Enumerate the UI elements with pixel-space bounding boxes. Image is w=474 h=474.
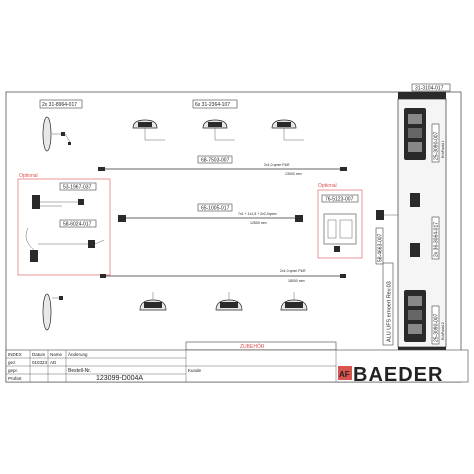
logo-name: BAEDER <box>353 364 443 386</box>
cable-spec-3: 2x1,0 qmm P&R <box>280 269 306 273</box>
clearance-lamp-4 <box>139 292 167 311</box>
part-number-6024: 58-6024-017 <box>63 222 92 228</box>
part-number-7503: 68-7503-007 <box>201 158 230 164</box>
part-number-5123: 76-5123-007 <box>325 197 354 203</box>
middle-lamp-1 <box>410 193 420 207</box>
part-label-3104-top <box>411 83 451 92</box>
zubehor-title: ZUBEHÖR <box>240 343 265 350</box>
part-label-2364 <box>192 99 238 109</box>
baeder-logo: AF BAEDER <box>338 364 443 386</box>
index-label: INDEX <box>8 352 22 357</box>
part-label-3064 <box>431 216 440 260</box>
part-number-3104-top: 31-3104-017 <box>415 86 444 92</box>
side-marker-lamp-bottom <box>42 293 52 331</box>
part-number-1967: 53-1967-037 <box>63 185 92 191</box>
part-number-8964: 2x 31-8964-017 <box>42 102 77 108</box>
part-label-3090-bot <box>431 305 440 345</box>
connector-7503-left <box>98 167 105 171</box>
name-label: Name <box>50 352 63 357</box>
clearance-lamp-6 <box>280 292 308 311</box>
gez-name: AD <box>50 360 57 365</box>
side-marker-lamp-top <box>42 116 52 152</box>
cable-spec-2: 7x1 + 1x1,5 + 2x2,0qmm <box>238 212 277 216</box>
datum-label: Datum <box>32 352 46 357</box>
gez-label: gez. <box>8 360 17 365</box>
connector-1005-right <box>295 215 303 222</box>
bestell-value: 123099-D004A <box>96 375 143 382</box>
clearance-lamp-5 <box>215 292 243 311</box>
part-label-5123 <box>321 194 359 203</box>
clearance-lamp-3 <box>271 119 304 141</box>
cable-length-3: 18000 mm <box>288 279 305 283</box>
middle-lamp-2 <box>410 243 420 257</box>
part-number-4663: 58-4663-007 <box>378 233 384 262</box>
eckpunkt-bottom: EckPunkt 2 <box>441 322 445 340</box>
part-label-1967 <box>59 182 97 191</box>
part-number-3064: 2x 36-3064-017 <box>434 222 440 257</box>
part-label-1005 <box>197 203 233 212</box>
part-label-8964 <box>39 99 83 109</box>
gez-date: 010323 <box>32 360 48 365</box>
gepr-label: gepr. <box>8 368 18 373</box>
pruefart-label: Prüfart <box>8 376 22 381</box>
optional-right-box <box>317 189 363 259</box>
optional-left-label: Optional <box>19 173 38 179</box>
title-block: INDEX Datum Name Änderung gez. 010323 AD… <box>5 349 469 383</box>
clearance-lamp-2 <box>202 119 235 141</box>
part-number-1005: 65-1005-017 <box>201 206 230 212</box>
part-label-6024 <box>59 219 97 228</box>
connector-c3-left <box>100 274 106 278</box>
part-label-3090-top <box>431 123 440 163</box>
cable-length-1: 13000 mm <box>285 172 302 176</box>
optional-left-box <box>17 178 111 276</box>
aenderung-label: Änderung <box>68 351 88 357</box>
kunde-label: Kunde <box>188 368 202 373</box>
part-number-2364: 6x 31-2364-107 <box>195 102 230 108</box>
alu-ufs-label-box <box>382 262 394 346</box>
profile-top-cap <box>398 92 446 99</box>
alu-ufs-label: ALU UFS ernoert Rev.03 <box>387 281 393 342</box>
logo-prefix: AF <box>339 370 350 379</box>
optional-right-label: Optional <box>318 183 337 189</box>
part-label-4663 <box>375 227 384 265</box>
eckpunkt-top: EckPunkt 1 <box>441 140 445 158</box>
connector-7503-right <box>340 167 347 171</box>
connector-4663 <box>376 210 384 220</box>
part-number-3090-bot: 25-3090-007 <box>434 313 440 342</box>
connector-1005-left <box>118 215 126 222</box>
part-label-7503 <box>197 155 233 164</box>
cable-spec-1: 2x1,0 qmm P&R <box>264 163 290 167</box>
connector-c3-right <box>340 274 346 278</box>
part-number-3090-top: 25-3090-007 <box>434 131 440 160</box>
clearance-lamp-1 <box>132 119 165 141</box>
bestell-label: Bestell-Nr. <box>68 368 91 374</box>
cable-length-2: 12500 mm <box>250 221 267 225</box>
